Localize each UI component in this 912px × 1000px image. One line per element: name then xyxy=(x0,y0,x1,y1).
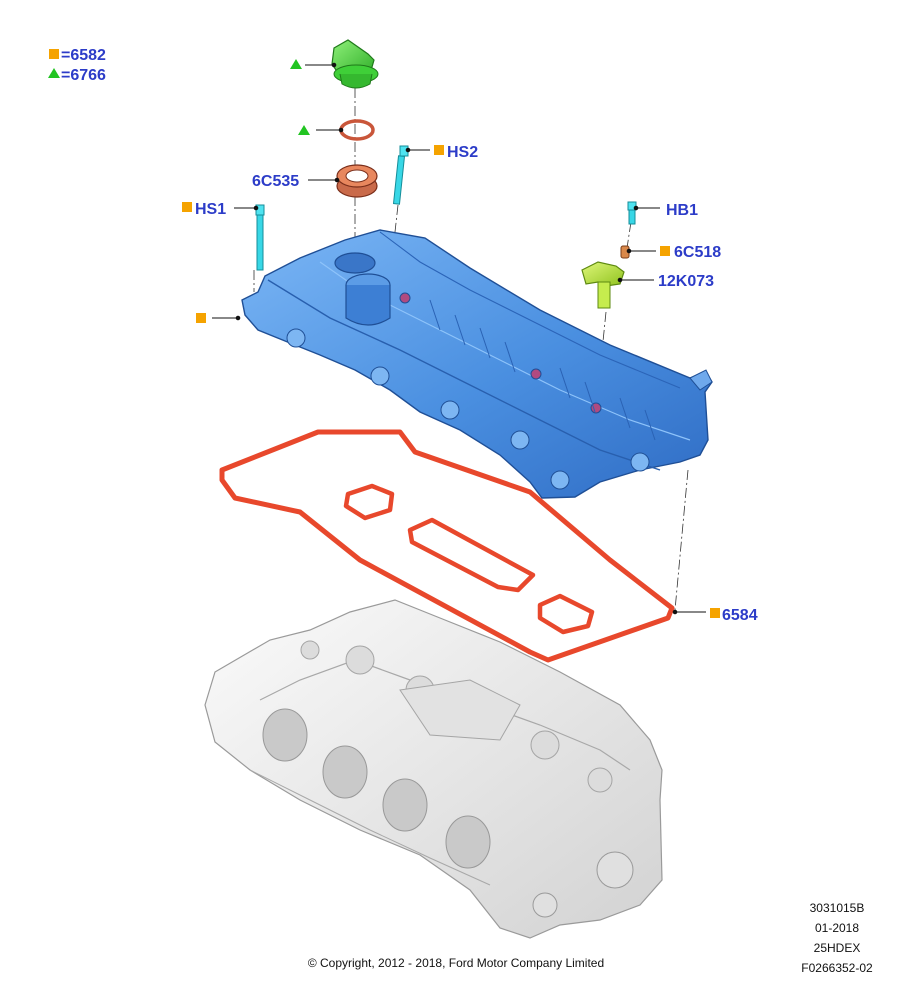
callout-6c518: 6C518 xyxy=(674,244,721,261)
leader-lines xyxy=(212,62,706,615)
drawing-code: 25HDEX xyxy=(813,941,861,955)
callout-6c535: 6C535 xyxy=(252,173,299,190)
square-marker-icon xyxy=(49,49,59,59)
callout-6584: 6584 xyxy=(722,607,758,624)
square-marker-icon xyxy=(434,145,444,155)
oil-filler-cap xyxy=(331,39,379,89)
camshaft-position-sensor xyxy=(581,261,625,309)
square-marker-icon xyxy=(660,246,670,256)
callout-12k073: 12K073 xyxy=(658,273,714,290)
bolt-hs1 xyxy=(255,204,265,271)
bolt-hb1 xyxy=(627,201,637,225)
valve-cover-gasket xyxy=(219,429,675,663)
o-ring xyxy=(339,119,375,141)
copyright-text: © Copyright, 2012 - 2018, Ford Motor Com… xyxy=(307,956,605,970)
drawing-figure: F0266352-02 xyxy=(801,961,873,975)
bolt-hs2 xyxy=(392,145,409,205)
valve-cover xyxy=(241,229,713,499)
drawing-meta: 3031015B 01-2018 25HDEX F0266352-02 xyxy=(792,898,882,978)
drawing-date: 01-2018 xyxy=(814,921,860,935)
square-marker-icon xyxy=(710,608,720,618)
triangle-marker-icon xyxy=(298,125,310,135)
legend-triangle-text: =6766 xyxy=(61,67,106,84)
callout-hs2: HS2 xyxy=(447,144,478,161)
cylinder-head xyxy=(204,599,663,939)
square-marker-icon xyxy=(182,202,192,212)
legend: =6582 =6766 xyxy=(48,47,106,84)
callout-hs1: HS1 xyxy=(195,201,226,218)
triangle-marker-icon xyxy=(290,59,302,69)
triangle-marker-icon xyxy=(48,68,60,78)
oil-filler-seal xyxy=(336,164,378,198)
drawing-ref: 3031015B xyxy=(809,901,865,915)
legend-square-text: =6582 xyxy=(61,47,106,64)
callout-hb1: HB1 xyxy=(666,202,698,219)
square-marker-icon xyxy=(196,313,206,323)
